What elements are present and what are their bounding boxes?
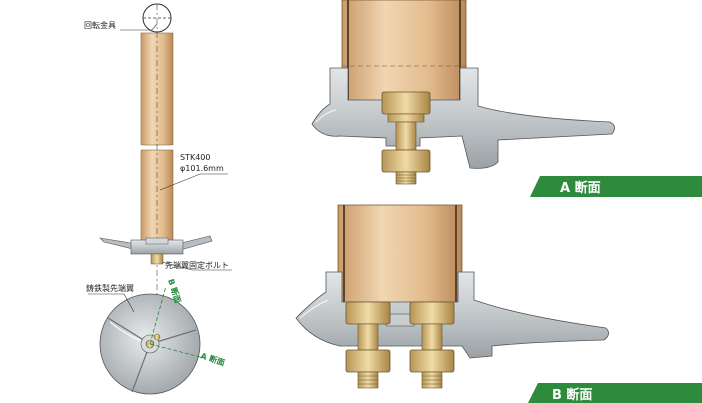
section-b-bolt-right-nut <box>409 349 455 373</box>
leader-pipe-spec <box>159 173 228 191</box>
section-a-detail <box>311 0 615 185</box>
label-section-a-mark: A 断面 <box>199 350 226 367</box>
section-a-bolt-head <box>381 91 431 115</box>
section-a-nut <box>381 149 431 173</box>
label-pipe-spec-2: φ101.6mm <box>180 164 224 173</box>
section-b-banner: B 断面 <box>528 383 702 403</box>
label-cast-tip: 鋳鉄製先端翼 <box>86 283 134 293</box>
section-a-banner: A 断面 <box>530 176 702 197</box>
tip-wing-side <box>99 235 213 265</box>
section-b-pipe <box>337 204 463 306</box>
section-b-bolt-right-head <box>409 301 455 325</box>
section-a-bolt-shank <box>395 121 417 151</box>
leader-bolt <box>161 261 232 271</box>
section-a-cut-line <box>149 343 205 359</box>
label-tip-bolt: 先端翼固定ボルト <box>165 260 229 270</box>
section-b-detail <box>295 204 609 389</box>
tip-disc-plan <box>99 285 205 395</box>
pile-overview: 回転金具 STK400 φ101.6mm 先端翼固定ボルト 鋳鉄製先端翼 B 断… <box>84 3 232 395</box>
label-rotating-fitting: 回転金具 <box>84 20 116 30</box>
section-b-bolt-left-head <box>345 301 391 325</box>
section-a-pipe <box>341 0 467 109</box>
label-pipe-spec-1: STK400 <box>180 153 210 162</box>
section-a-banner-text: A 断面 <box>560 180 601 196</box>
section-b-bolt-left-nut <box>345 349 391 373</box>
leader-cast-tip <box>88 293 135 313</box>
section-b-cut-line <box>149 285 167 345</box>
leader-fitting <box>120 23 158 31</box>
section-b-banner-text: B 断面 <box>552 387 592 403</box>
